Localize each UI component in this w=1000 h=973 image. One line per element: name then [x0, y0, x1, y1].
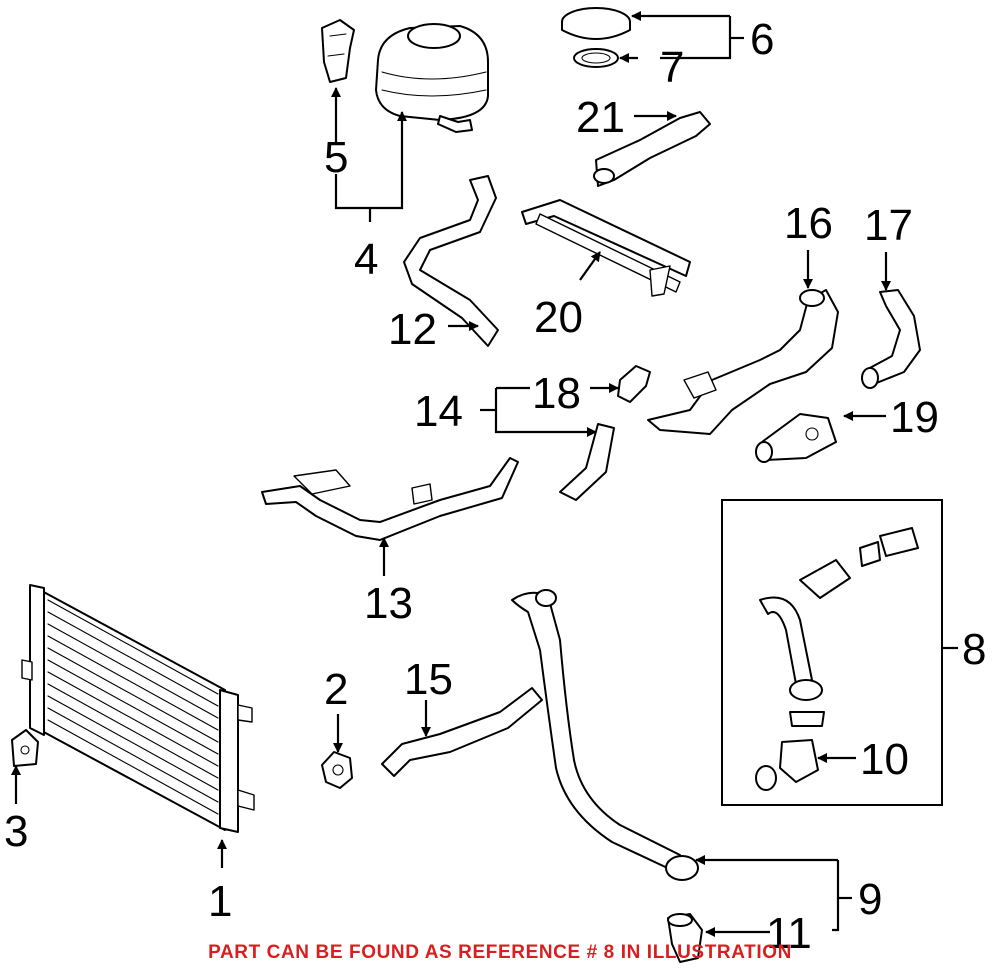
hose-21-part: [593, 111, 711, 187]
housing-19-part: [755, 413, 837, 463]
callout-19: 19: [890, 393, 939, 442]
seal-ring-part: [573, 48, 619, 68]
hose-15-part: [381, 687, 543, 777]
callout-11: 11: [766, 909, 812, 958]
callout-9: 9: [858, 875, 882, 924]
callout-14: 14: [414, 387, 463, 436]
callout-5: 5: [324, 133, 348, 182]
lower-hose-part: [511, 589, 699, 881]
pipe-13-part: [261, 457, 519, 541]
callout-3: 3: [4, 807, 28, 856]
bracket-part: [321, 751, 353, 789]
callout-10: 10: [860, 735, 909, 784]
callout-20: 20: [534, 293, 583, 342]
reference-note: PART CAN BE FOUND AS REFERENCE # 8 IN IL…: [208, 942, 792, 963]
callout-7: 7: [660, 43, 684, 92]
expansion-tank-part: [375, 23, 489, 133]
callout-15: 15: [404, 655, 453, 704]
callout-18: 18: [532, 369, 581, 418]
callout-12: 12: [388, 305, 437, 354]
leader-lines: [11, 11, 958, 937]
radiator-part: [21, 584, 255, 833]
mount-part: [11, 729, 39, 767]
cover-bracket-part: [321, 19, 355, 83]
connector-part: [667, 913, 703, 963]
callout-21: 21: [576, 93, 625, 142]
fitting-18-part: [617, 365, 651, 403]
pipe-assembly-20-part: [521, 199, 691, 297]
callout-2: 2: [324, 665, 348, 714]
hose-17-part: [861, 289, 921, 389]
assembly-box: [721, 499, 943, 806]
callout-4: 4: [354, 235, 378, 284]
callout-6: 6: [750, 15, 774, 64]
callout-16: 16: [784, 199, 833, 248]
hose-14-part: [559, 423, 615, 501]
pipe-16-part: [647, 289, 839, 435]
callout-1: 1: [208, 877, 232, 926]
hose-12-part: [403, 175, 499, 347]
callout-17: 17: [864, 201, 913, 250]
callout-8: 8: [962, 625, 986, 674]
callout-13: 13: [364, 579, 413, 628]
callout-numbers: 1 2 3 4 5 6 7 8 9 10 11 12 13 14 15 16 1…: [4, 15, 986, 958]
cap-part: [561, 7, 631, 40]
